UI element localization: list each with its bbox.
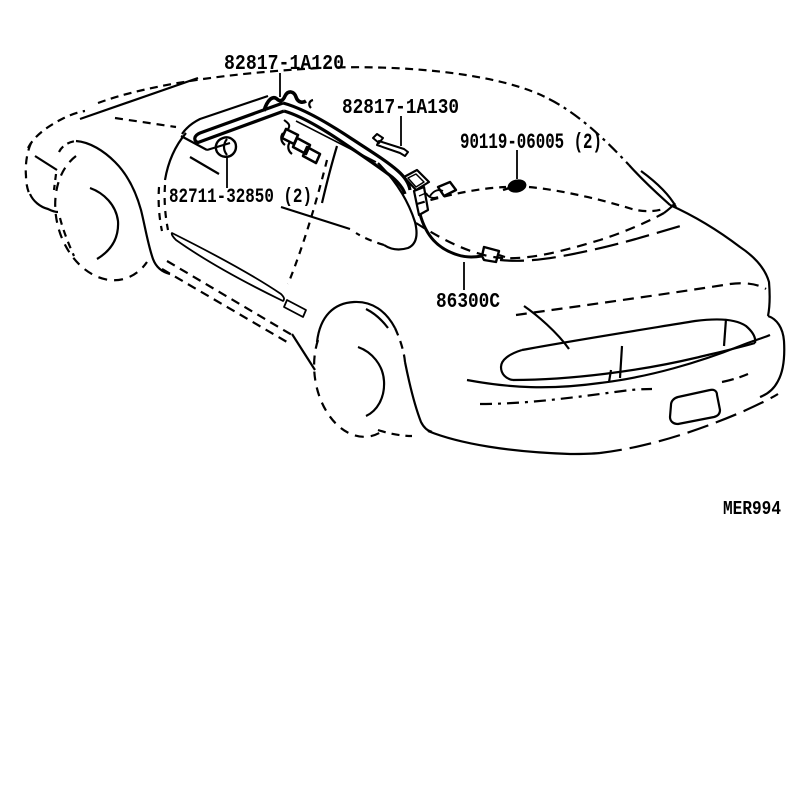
svg-text:82711-32850 (2): 82711-32850 (2) [169,186,312,209]
svg-text:MER994: MER994 [723,498,781,520]
svg-text:82817-1A130: 82817-1A130 [342,97,459,120]
svg-text:86300C: 86300C [436,291,500,314]
svg-text:82817-1A120: 82817-1A120 [224,53,344,76]
svg-text:90119-06005 (2): 90119-06005 (2) [460,130,602,155]
